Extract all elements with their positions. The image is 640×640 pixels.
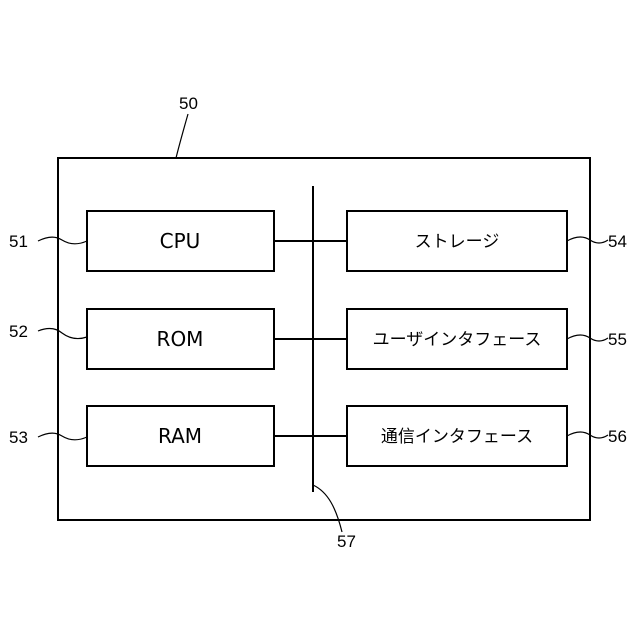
- ram-ref-label: 53: [9, 428, 28, 447]
- ram-label: RAM: [158, 424, 202, 448]
- communication-interface-ref-label: 56: [608, 427, 627, 446]
- storage-ref-label: 54: [608, 232, 627, 251]
- rom-label: ROM: [157, 327, 204, 351]
- bus-ref-label: 57: [337, 532, 356, 551]
- communication-interface-label: 通信インタフェース: [381, 427, 533, 447]
- cpu-label: CPU: [160, 229, 201, 253]
- rom-ref-label: 52: [9, 322, 28, 341]
- user-interface-ref-label: 55: [608, 330, 627, 349]
- device-ref-leader: [176, 114, 188, 158]
- user-interface-label: ユーザインタフェース: [373, 330, 542, 350]
- device-ref-label: 50: [179, 94, 198, 113]
- storage-label: ストレージ: [415, 232, 500, 252]
- cpu-ref-label: 51: [9, 232, 28, 251]
